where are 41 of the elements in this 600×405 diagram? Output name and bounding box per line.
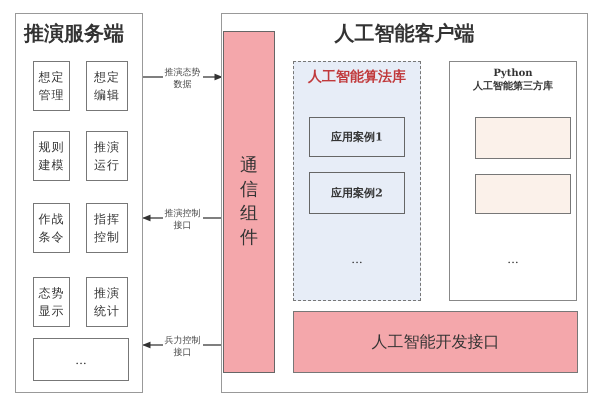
panel-title: 推演服务端 xyxy=(22,20,125,47)
library-panel xyxy=(293,61,421,301)
package-box xyxy=(475,117,571,159)
module-box xyxy=(33,203,70,253)
module-box xyxy=(33,131,70,181)
package-box xyxy=(475,174,571,214)
edge-label: 推演态势数据 xyxy=(162,67,202,91)
panel-title: Python 人工智能第三方库 xyxy=(472,68,554,93)
box-label: 规则建模 xyxy=(38,139,66,174)
module-box xyxy=(33,277,70,327)
module-box xyxy=(33,338,129,381)
case-box xyxy=(309,172,405,214)
panel xyxy=(221,13,588,393)
box-label: 应用案例1 xyxy=(330,130,384,146)
panel-title: 人工智能客户端 xyxy=(333,20,476,47)
box-label: ... xyxy=(74,352,88,368)
box-label: 推演统计 xyxy=(93,285,121,320)
box-label: 想定管理 xyxy=(38,69,66,104)
module-box xyxy=(86,61,128,111)
component-label: 通信组件 xyxy=(239,154,259,250)
panel xyxy=(15,13,143,393)
box-label: 人工智能开发接口 xyxy=(370,331,500,353)
ellipsis-text: ... xyxy=(351,252,363,266)
box-label: 态势显示 xyxy=(38,285,66,320)
case-box xyxy=(309,117,405,157)
box-label: 指挥控制 xyxy=(93,211,121,246)
edge-label: 兵力控制接口 xyxy=(162,335,202,359)
panel-title: 人工智能算法库 xyxy=(306,68,407,86)
box-label: 应用案例2 xyxy=(330,186,384,202)
module-box xyxy=(86,277,128,327)
interface-bar xyxy=(293,311,578,373)
box-label: 作战条令 xyxy=(38,211,66,246)
edge-label: 推演控制接口 xyxy=(162,208,202,232)
box-label: 推演运行 xyxy=(93,139,121,174)
library-panel xyxy=(449,61,577,301)
component-bar xyxy=(223,31,275,373)
module-box xyxy=(86,131,128,181)
box-label: 想定编辑 xyxy=(93,69,121,104)
module-box xyxy=(86,203,128,253)
ellipsis-text: ... xyxy=(507,252,519,266)
module-box xyxy=(33,61,70,111)
